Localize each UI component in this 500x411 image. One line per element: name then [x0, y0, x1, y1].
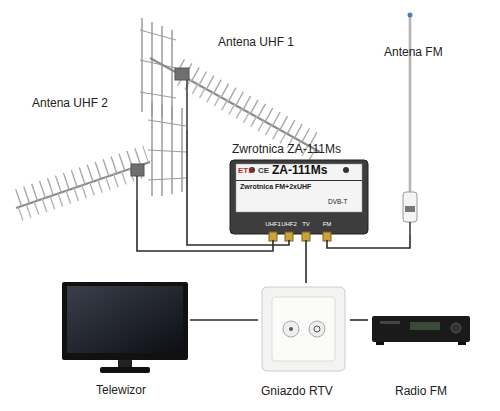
antenna-node: Antena UHF 1	[140, 14, 340, 130]
fm-radio	[372, 316, 470, 345]
device-marking: UHF1	[265, 221, 281, 228]
television	[62, 282, 188, 373]
device-node: Telewizor	[60, 278, 190, 400]
uhf-antenna-2	[16, 102, 186, 214]
coax-cable	[190, 319, 258, 321]
wall-socket	[262, 287, 345, 371]
uhf-antenna-1	[140, 18, 320, 158]
coax-cable	[187, 130, 289, 245]
combiner-node: Zwrotnica ZA-111MsETS CEZA-111MsZwrotnica…	[228, 141, 370, 240]
coax-cable	[137, 200, 273, 251]
node-label: Zwrotnica ZA-111Ms	[232, 143, 341, 157]
node-label: Telewizor	[96, 384, 146, 398]
node-label: Antena UHF 2	[32, 97, 108, 111]
device-marking: FM	[319, 221, 335, 228]
device-marking: TV	[298, 221, 314, 228]
device-marking: UHF2	[281, 221, 297, 228]
antenna-node: Antena FM	[380, 10, 450, 235]
node-label: Radio FM	[395, 385, 447, 399]
device-node: Radio FM	[368, 310, 476, 400]
coax-cable	[350, 319, 368, 321]
coax-cable	[305, 240, 307, 283]
device-marking: DVB-T	[328, 198, 348, 205]
coax-cable	[327, 235, 410, 248]
socket-node: Gniazdo RTV	[258, 283, 350, 400]
node-label: Antena FM	[384, 46, 443, 60]
device-marking: CE	[258, 166, 269, 175]
node-label: Antena UHF 1	[218, 36, 294, 50]
antenna-node: Antena UHF 2	[12, 92, 190, 200]
device-marking: Zwrotnica FM+2xUHF	[240, 183, 311, 191]
device-marking: ETS	[238, 166, 254, 175]
device-marking: ZA-111Ms	[272, 164, 327, 178]
combiner-box	[230, 160, 368, 241]
node-label: Gniazdo RTV	[261, 385, 333, 399]
